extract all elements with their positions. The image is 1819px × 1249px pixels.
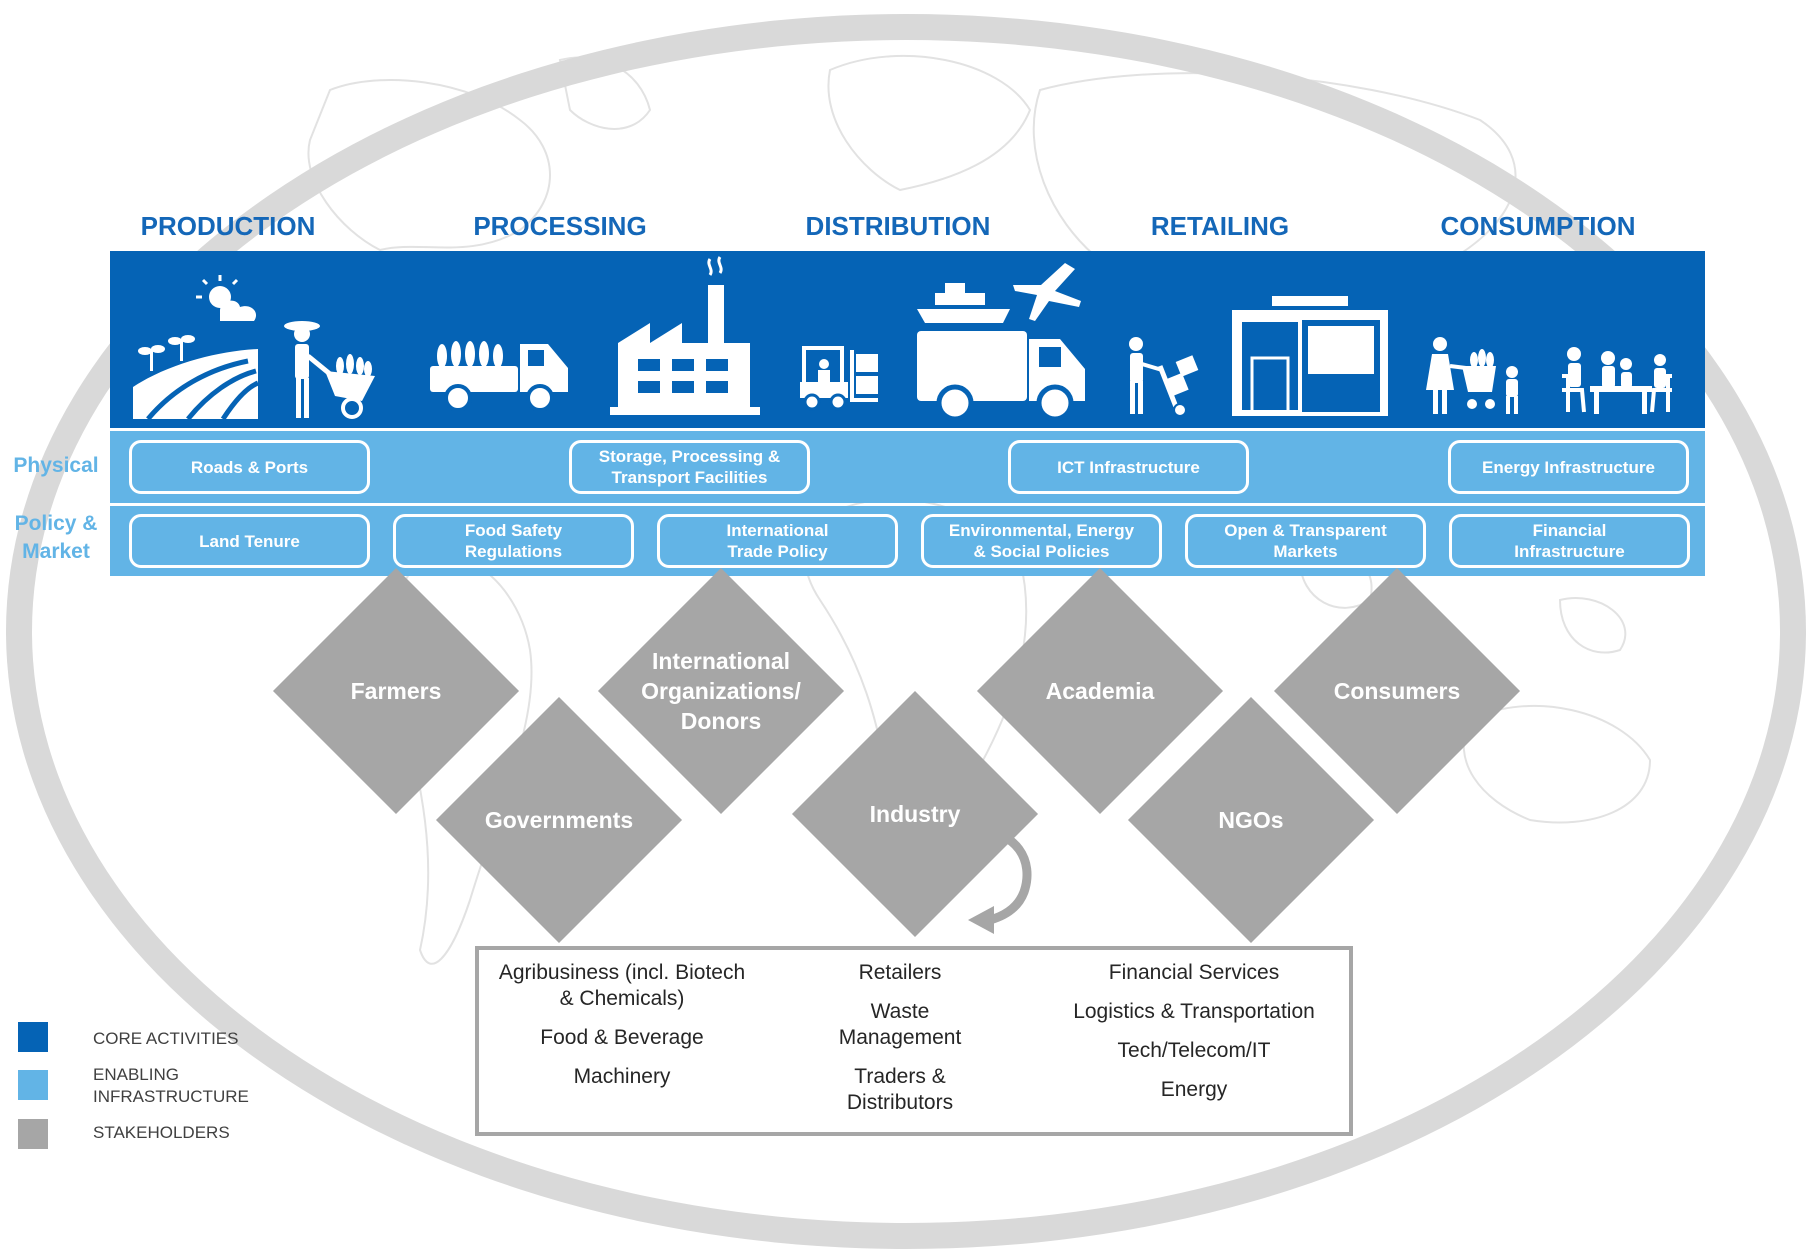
food-system-diagram: PRODUCTION PROCESSING DISTRIBUTION RETAI… bbox=[6, 14, 1806, 1249]
industry-item: Financial Services bbox=[1108, 961, 1280, 984]
industry-column-1: Agribusiness (incl. Biotech & Chemicals)… bbox=[479, 960, 765, 1103]
pill-financial-infrastructure: Financial Infrastructure bbox=[1449, 514, 1690, 568]
store-icon bbox=[1232, 296, 1388, 416]
legend-label-core: CORE ACTIVITIES bbox=[93, 1029, 239, 1048]
industry-item: Retailers bbox=[858, 961, 942, 984]
stakeholder-international-orgs: International Organizations/ Donors bbox=[641, 648, 801, 734]
shopper-cart-icon bbox=[1426, 337, 1518, 414]
pill-food-safety: Food Safety Regulations bbox=[393, 514, 634, 568]
row-label-policy-market: Policy & Market bbox=[14, 512, 98, 563]
industry-item: Logistics & Transportation bbox=[1073, 1000, 1315, 1023]
industry-item: Agribusiness (incl. Biotech & Chemicals) bbox=[498, 961, 746, 1010]
legend-label-enabling: ENABLING INFRASTRUCTURE bbox=[93, 1065, 249, 1106]
field-sun-icon bbox=[133, 275, 260, 419]
pill-roads-ports: Roads & Ports bbox=[129, 440, 370, 494]
industry-item: Traders & Distributors bbox=[846, 1065, 954, 1114]
industry-item: Food & Beverage bbox=[540, 1026, 704, 1049]
legend-swatch-enabling bbox=[18, 1070, 48, 1100]
industry-item: Tech/Telecom/IT bbox=[1117, 1039, 1271, 1062]
forklift-icon bbox=[800, 346, 878, 411]
industry-item: Energy bbox=[1160, 1078, 1228, 1101]
family-dining-icon bbox=[1562, 347, 1672, 414]
industry-column-3: Financial Services Logistics & Transport… bbox=[1049, 960, 1339, 1116]
hand-truck-icon bbox=[1129, 337, 1199, 416]
industry-detail-box: Agribusiness (incl. Biotech & Chemicals)… bbox=[475, 946, 1353, 1136]
physical-infrastructure-row: Roads & Ports Storage, Processing & Tran… bbox=[110, 431, 1705, 503]
row-label-physical: Physical bbox=[13, 454, 99, 477]
ship-plane-truck-icon bbox=[917, 263, 1085, 421]
legend-label-stakeholders: STAKEHOLDERS bbox=[93, 1123, 230, 1142]
core-activities-band bbox=[110, 251, 1705, 428]
industry-item: Waste Management bbox=[838, 1000, 962, 1049]
stakeholder-farmers: Farmers bbox=[350, 678, 442, 704]
pill-environmental-policies: Environmental, Energy & Social Policies bbox=[921, 514, 1162, 568]
stakeholder-consumers: Consumers bbox=[1333, 678, 1461, 704]
industry-column-2: Retailers Waste Management Traders & Dis… bbox=[775, 960, 1025, 1129]
farmer-wheelbarrow-icon bbox=[284, 321, 375, 419]
pill-energy-infrastructure: Energy Infrastructure bbox=[1448, 440, 1689, 494]
pill-trade-policy: International Trade Policy bbox=[657, 514, 898, 568]
stage-title-production: PRODUCTION bbox=[140, 211, 316, 241]
legend-swatch-core bbox=[18, 1022, 48, 1052]
stakeholder-academia: Academia bbox=[1045, 678, 1155, 704]
legend-swatch-stakeholders bbox=[18, 1119, 48, 1149]
industry-item: Machinery bbox=[573, 1065, 671, 1088]
stakeholder-governments: Governments bbox=[484, 807, 634, 833]
policy-market-row: Land Tenure Food Safety Regulations Inte… bbox=[110, 506, 1705, 576]
stage-title-consumption: CONSUMPTION bbox=[1440, 211, 1636, 241]
pill-land-tenure: Land Tenure bbox=[129, 514, 370, 568]
stage-title-processing: PROCESSING bbox=[473, 211, 647, 241]
curved-arrow-icon bbox=[968, 827, 1032, 934]
stage-title-retailing: RETAILING bbox=[1150, 211, 1290, 241]
pill-open-markets: Open & Transparent Markets bbox=[1185, 514, 1426, 568]
produce-truck-icon bbox=[430, 341, 568, 411]
pill-ict-infrastructure: ICT Infrastructure bbox=[1008, 440, 1249, 494]
stakeholder-industry: Industry bbox=[869, 801, 961, 827]
pill-storage-processing-transport: Storage, Processing & Transport Faciliti… bbox=[569, 440, 810, 494]
factory-icon bbox=[610, 256, 760, 415]
stage-title-distribution: DISTRIBUTION bbox=[805, 211, 991, 241]
stakeholder-ngos: NGOs bbox=[1218, 807, 1284, 833]
